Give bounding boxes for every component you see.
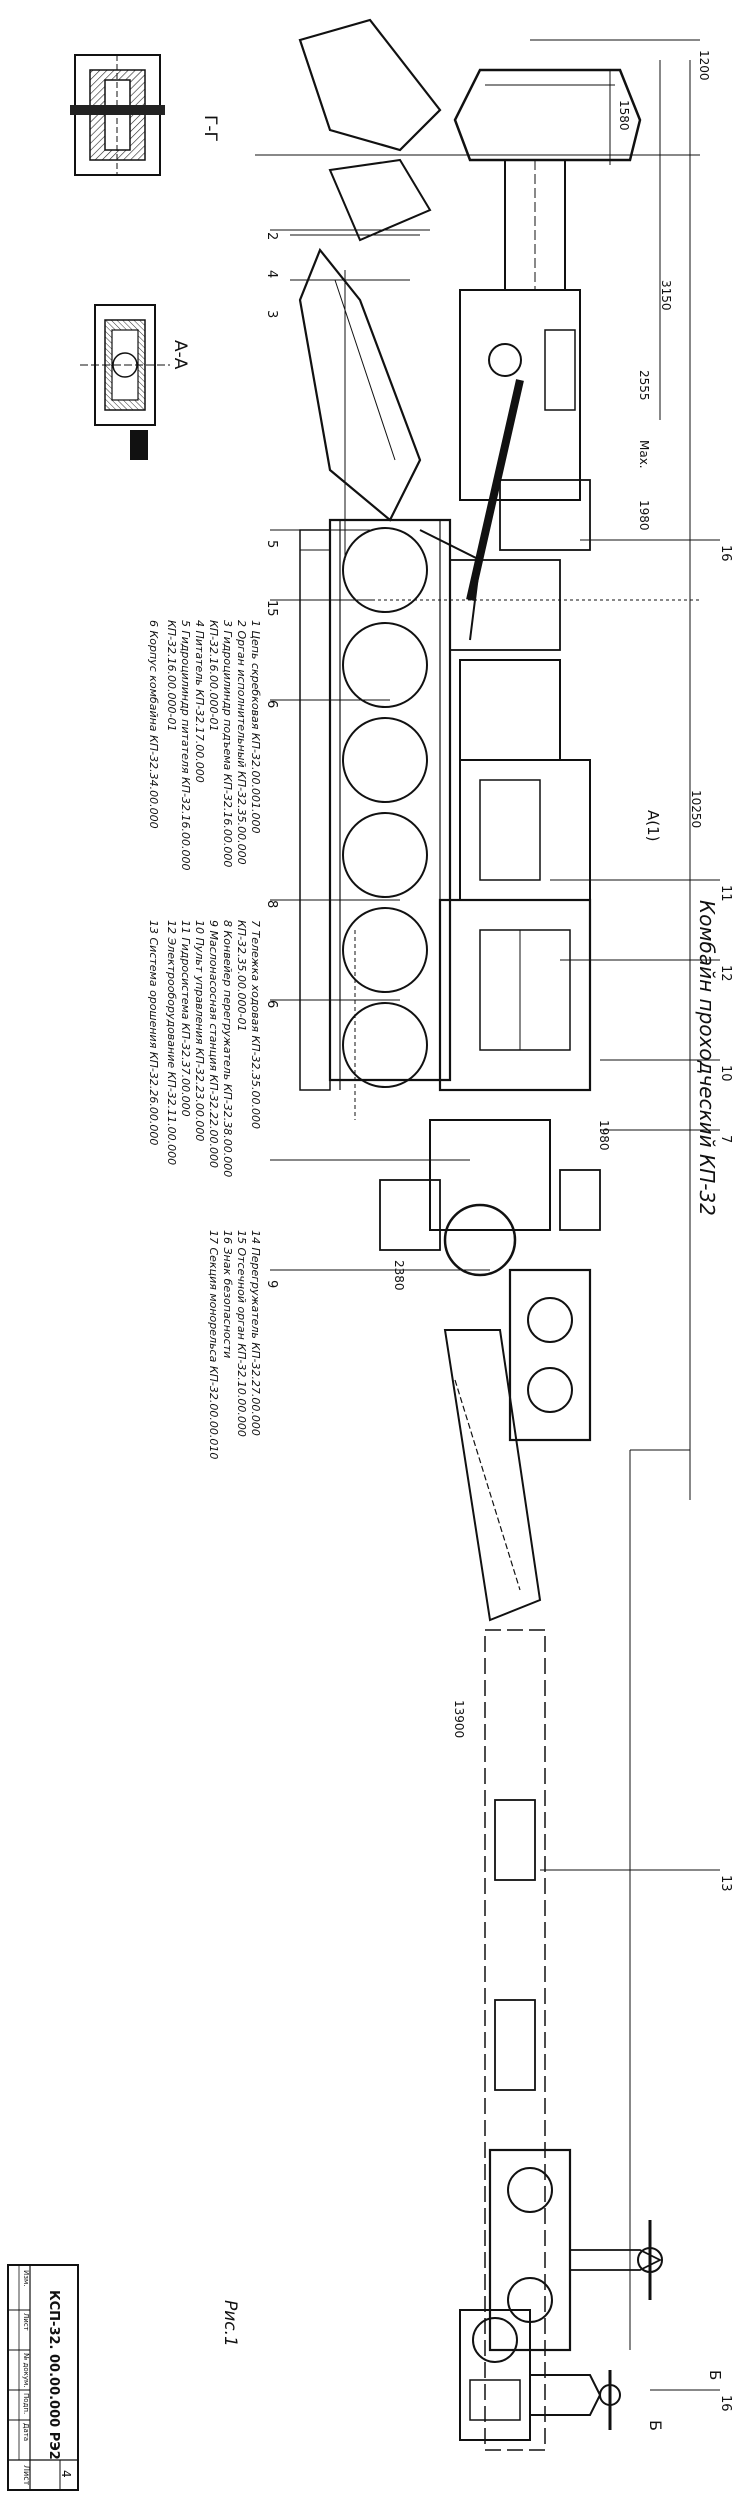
dim-2555: 2555 [637,370,651,401]
callout-3: 3 [264,310,279,318]
svg-text:6 Корпус комбайна КП-32.34.: 6 Корпус комбайна КП-32.34.00.000 [147,620,160,829]
section-gg-detail [70,54,165,176]
callout-11: 10 [718,1065,733,1082]
callout-6: 6 [264,700,279,708]
svg-text:Дата: Дата [22,2423,30,2441]
callout-14: 13 [718,1875,733,1892]
svg-text:Изм.: Изм. [22,2270,30,2286]
svg-text:7 Тележка ходовая КП-32.35.00.: 7 Тележка ходовая КП-32.35.00.000 [249,920,262,1129]
figure-caption: Рис.1 [220,2300,240,2347]
callout-16: 16 [718,545,733,562]
svg-text:9 Маслонасосная станция КП-32.: 9 Маслонасосная станция КП-32.22.00.000 [207,920,220,1168]
parts-col-1: 1 Цепь скребковая КП-32.00.001.000 2 Орг… [147,620,262,871]
svg-text:№ докум.: № докум. [22,2353,30,2388]
sheet-number: 4 [59,2470,73,2478]
title-block [7,2264,79,2491]
view-b-detail-label: Б [706,2370,724,2380]
view-aa-label: А-А [170,340,190,370]
view-a-arrow: А(1) [644,810,662,842]
dim-1980a: 1980 [637,500,651,531]
svg-text:17 Секция монорельса КП-32.00.: 17 Секция монорельса КП-32.00.00.010 [207,1230,220,1459]
callout-9: 8 [264,900,279,908]
svg-text:11 Гидросистема КП-32.37.00.00: 11 Гидросистема КП-32.37.00.000 [179,920,192,1117]
dim-1200: 1200 [697,50,711,81]
sheet-label: Лист [22,2465,31,2486]
svg-text:16 Знак безопасности: 16 Знак безопасности [221,1230,234,1358]
svg-text:1 Цепь скребковая КП-32.00.001: 1 Цепь скребковая КП-32.00.001.000 [249,620,262,833]
callout-17: 16 [718,2395,733,2412]
dim-1980b: 1980 [597,1120,611,1151]
dim-max: Mах. [637,440,651,469]
svg-text:14 Перегружатель КП-32.27.00.0: 14 Перегружатель КП-32.27.00.000 [249,1230,262,1436]
svg-text:3 Гидроцилиндр подъема КП-32.1: 3 Гидроцилиндр подъема КП-32.16.00.000 [221,620,234,867]
svg-text:10 Пульт управления КП-32.23.0: 10 Пульт управления КП-32.23.00.000 [193,920,206,1141]
dim-1580: 1580 [617,100,631,131]
section-gg-label: Г-Г [200,115,220,142]
callout-leaders [270,229,720,2391]
callout-4: 4 [264,270,279,278]
callout-16a: 15 [264,600,279,617]
callout-10: 9 [264,1280,279,1288]
callout-7: 6 [264,1000,279,1008]
svg-text:5 Гидроцилиндр питателя КП-32.: 5 Гидроцилиндр питателя КП-32.16.00.000 [179,620,192,871]
svg-text:15 Отсечной орган КП-32.10.00.: 15 Отсечной орган КП-32.10.00.000 [235,1230,248,1437]
view-b-marker: Б [646,2420,665,2431]
callouts: 2 4 3 5 15 6 8 6 9 16 11 12 10 7 13 16 [264,232,733,2412]
drawing-title: Комбайн проходческий КП-32 [695,900,719,1216]
combine-main-view [298,18,663,2451]
svg-text:4 Питатель КП-32.17.0: 4 Питатель КП-32.17.00.000 [193,620,206,783]
svg-text:КП-32.35.00.000-01: КП-32.35.00.000-01 [235,920,248,1032]
title-block-cells: Изм. Лист № докум. Подп. Дата [22,2270,30,2441]
dim-2380: 2380 [392,1260,406,1291]
parts-col-2: 7 Тележка ходовая КП-32.35.00.000 КП-32.… [147,920,262,1177]
svg-text:Лист: Лист [22,2313,30,2331]
svg-text:13 Система орошения КП-32.26.0: 13 Система орошения КП-32.26.00.000 [147,920,160,1145]
drawing-number: КСП-32. 00.00.000 РЭ2 [46,2290,61,2460]
dim-3150: 3150 [659,280,673,311]
dim-10250: 10250 [689,790,703,828]
svg-text:8 Конвейер перегружатель КП-32: 8 Конвейер перегружатель КП-32.38.00.000 [221,920,234,1177]
svg-text:12 Электрооборудование КП-32.1: 12 Электрооборудование КП-32.11.00.000 [165,920,178,1165]
callout-2: 2 [264,232,279,240]
parts-list: 1 Цепь скребковая КП-32.00.001.000 2 Орг… [147,620,262,1459]
svg-text:КП-32.16.00.000-01: КП-32.16.00.000-01 [165,620,178,732]
callout-5: 5 [264,540,279,548]
callout-13: 12 [718,965,733,982]
view-b-detail [459,2309,621,2441]
callout-12: 11 [718,885,733,902]
svg-text:Подп.: Подп. [22,2393,30,2414]
dimension-lines [255,39,700,2350]
svg-text:2 Орган исполнительный КП-32.3: 2 Орган исполнительный КП-32.35.00.000 [235,620,248,865]
parts-col-3: 14 Перегружатель КП-32.27.00.000 15 Отсе… [207,1230,262,1459]
dimension-values: 1200 1580 3150 2555 Mах. 1980 10250 1980… [392,50,711,1738]
callout-8: 7 [718,1135,733,1143]
svg-text:КП-32.16.00.000-01: КП-32.16.00.000-01 [207,620,220,732]
dim-13900: 13900 [452,1700,466,1738]
view-aa-detail [80,304,170,460]
